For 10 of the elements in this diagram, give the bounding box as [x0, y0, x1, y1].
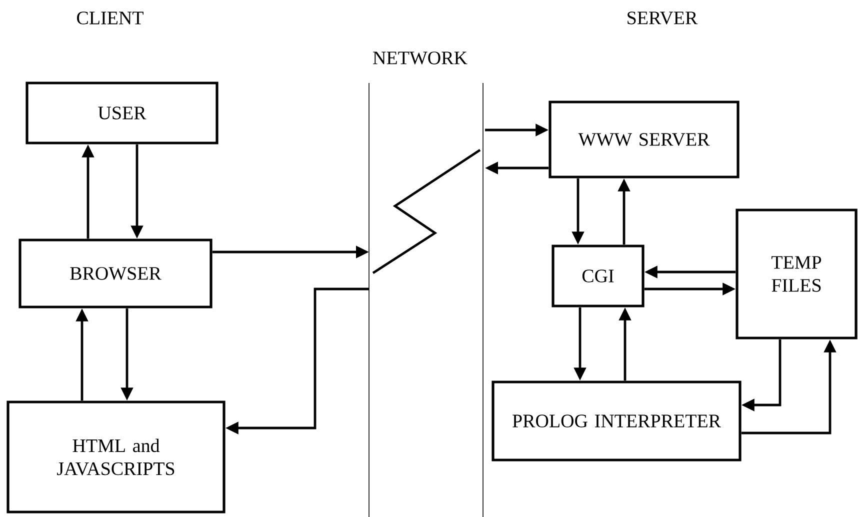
process-box: CGI — [552, 244, 644, 308]
process-box: WWW SERVER — [548, 100, 740, 178]
process-box: PROLOG INTERPRETER — [492, 380, 742, 462]
section-heading: NETWORK — [373, 52, 468, 64]
section-heading: CLIENT — [77, 12, 144, 24]
process-box: BROWSER — [18, 238, 212, 308]
process-box: USER — [26, 82, 218, 144]
process-box: TEMP FILES — [736, 208, 858, 340]
process-box: HTML and JAVASCRIPTS — [6, 400, 226, 514]
section-heading: SERVER — [628, 12, 698, 24]
